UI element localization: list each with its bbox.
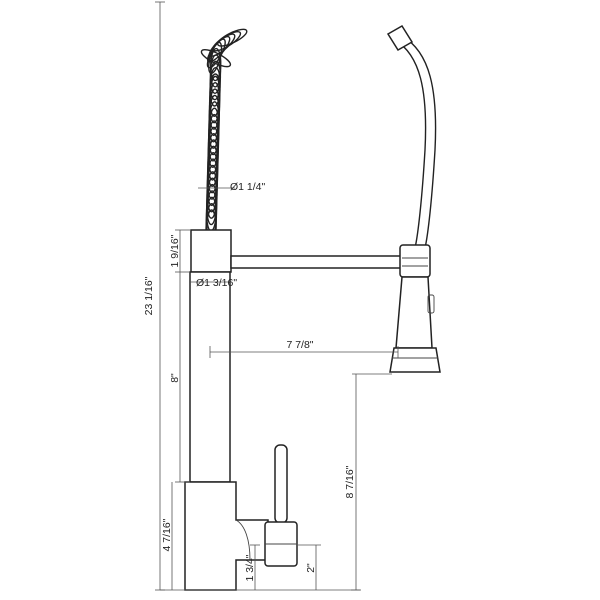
- flex-hose-inner: [401, 35, 437, 249]
- collar-height-label: 1 9/16": [169, 234, 181, 267]
- lower-offset-label: 1 3/4": [244, 554, 256, 581]
- spray-head: [389, 244, 441, 373]
- handle-offset-label: 2": [305, 563, 317, 573]
- spring-coil: [212, 30, 242, 52]
- overall-height-label: 23 1/16": [143, 276, 155, 315]
- flex-hose: [394, 39, 427, 249]
- spring-coil: [217, 28, 248, 47]
- spout-arm: [230, 255, 402, 269]
- upper-column-label: 8": [169, 373, 181, 383]
- spout-reach-label: 7 7/8": [286, 339, 313, 351]
- coiled-spring-hose: [200, 28, 248, 251]
- main-column: [189, 271, 231, 483]
- spring-diameter-label: Ø1 1/4": [230, 181, 266, 193]
- base-neck: [235, 519, 251, 561]
- hose-end-cap: [386, 24, 414, 52]
- spray-clearance-label: 8 7/16": [344, 465, 356, 498]
- spring-coil: [206, 38, 226, 69]
- faucet-handle: [264, 444, 298, 567]
- body-diameter-label: Ø1 3/16": [196, 277, 237, 289]
- spring-collar: [190, 229, 232, 273]
- base-height-label: 4 7/16": [161, 518, 173, 551]
- spring-coil: [210, 47, 222, 82]
